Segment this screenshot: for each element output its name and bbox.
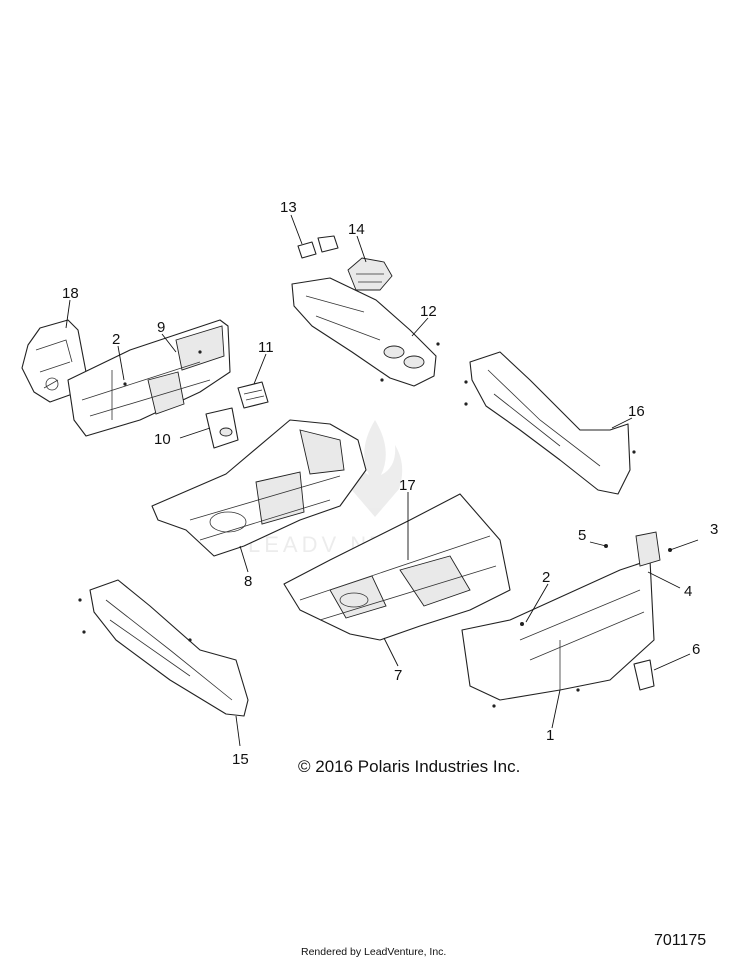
callout-18: 18 xyxy=(62,285,79,302)
rendered-by-credit: Rendered by LeadVenture, Inc. xyxy=(301,946,447,958)
callout-2-right: 2 xyxy=(542,569,550,586)
callout-7: 7 xyxy=(394,667,402,684)
part-16-rocker xyxy=(469,351,631,495)
callout-14: 14 xyxy=(348,221,365,238)
callout-1: 1 xyxy=(546,727,554,744)
part-12-console xyxy=(291,277,437,387)
part-7-floor-tub xyxy=(283,493,511,641)
part-13-bezel xyxy=(297,235,339,259)
callout-12: 12 xyxy=(420,303,437,320)
part-6-bracket xyxy=(633,659,655,691)
part-10-plate xyxy=(205,407,239,449)
callout-15: 15 xyxy=(232,751,249,768)
callout-3: 3 xyxy=(710,521,718,538)
callout-6: 6 xyxy=(692,641,700,658)
part-1-rear-panel xyxy=(461,531,661,701)
callout-4: 4 xyxy=(684,583,692,600)
callout-11: 11 xyxy=(258,339,274,356)
callout-2-left: 2 xyxy=(112,331,120,348)
diagram-number: 701175 xyxy=(654,932,707,949)
copyright-notice: © 2016 Polaris Industries Inc. xyxy=(298,757,521,776)
part-14-boot xyxy=(347,257,393,291)
fastener-bolts xyxy=(78,342,672,708)
callout-labels: 18 2 9 11 10 13 14 12 16 17 8 7 15 2 5 3… xyxy=(62,199,718,768)
callout-16: 16 xyxy=(628,403,645,420)
part-11-cover xyxy=(237,381,269,409)
callout-5: 5 xyxy=(578,527,586,544)
callout-9: 9 xyxy=(157,319,165,336)
callout-13: 13 xyxy=(280,199,297,216)
part-9-floor-panel xyxy=(67,319,231,437)
callout-8: 8 xyxy=(244,573,252,590)
leader-lines xyxy=(65,214,699,747)
callout-17: 17 xyxy=(399,477,416,494)
part-15-rocker xyxy=(89,579,249,717)
callout-10: 10 xyxy=(154,431,171,448)
part-8-floor xyxy=(151,419,367,557)
